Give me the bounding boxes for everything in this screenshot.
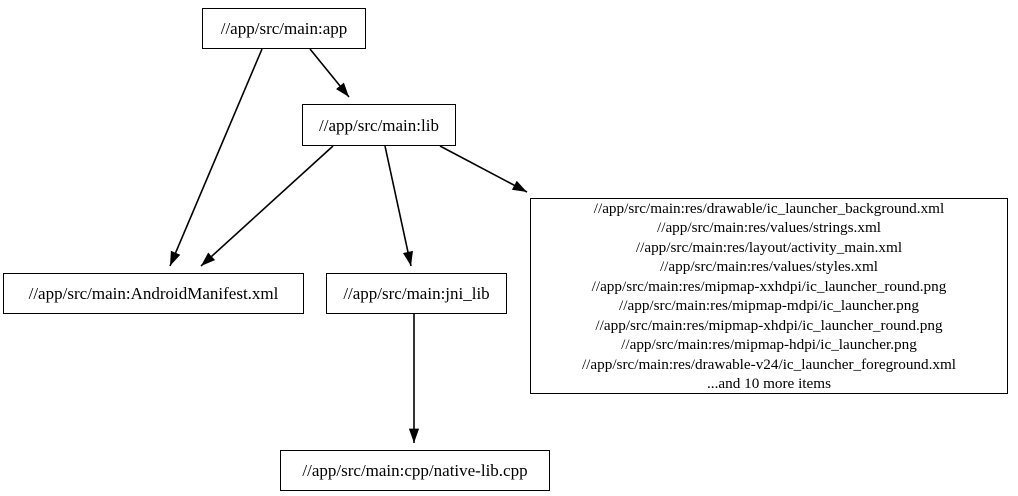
- graph-node-res-group-label: //app/src/main:res/drawable/ic_launcher_…: [581, 199, 957, 393]
- graph-node-lib[interactable]: //app/src/main:lib: [302, 104, 456, 146]
- edge-app-to-lib: [309, 48, 350, 98]
- graph-node-native-lib-cpp-label: //app/src/main:cpp/native-lib.cpp: [302, 461, 528, 480]
- graph-node-jni-lib[interactable]: //app/src/main:jni_lib: [326, 273, 507, 314]
- graph-node-lib-label: //app/src/main:lib: [319, 115, 439, 135]
- graph-node-jni-lib-label: //app/src/main:jni_lib: [343, 284, 490, 303]
- edge-lib-to-manifest: [200, 145, 334, 267]
- graph-node-app[interactable]: //app/src/main:app: [202, 8, 366, 49]
- graph-node-android-manifest[interactable]: //app/src/main:AndroidManifest.xml: [3, 273, 304, 314]
- edge-app-to-manifest: [169, 48, 263, 267]
- graph-node-native-lib-cpp[interactable]: //app/src/main:cpp/native-lib.cpp: [280, 450, 550, 491]
- edge-lib-to-jni-lib: [384, 145, 413, 267]
- graph-node-res-group[interactable]: //app/src/main:res/drawable/ic_launcher_…: [530, 198, 1008, 394]
- graph-node-app-label: //app/src/main:app: [220, 19, 348, 38]
- graph-node-android-manifest-label: //app/src/main:AndroidManifest.xml: [28, 284, 279, 303]
- edge-lib-to-res: [439, 145, 528, 193]
